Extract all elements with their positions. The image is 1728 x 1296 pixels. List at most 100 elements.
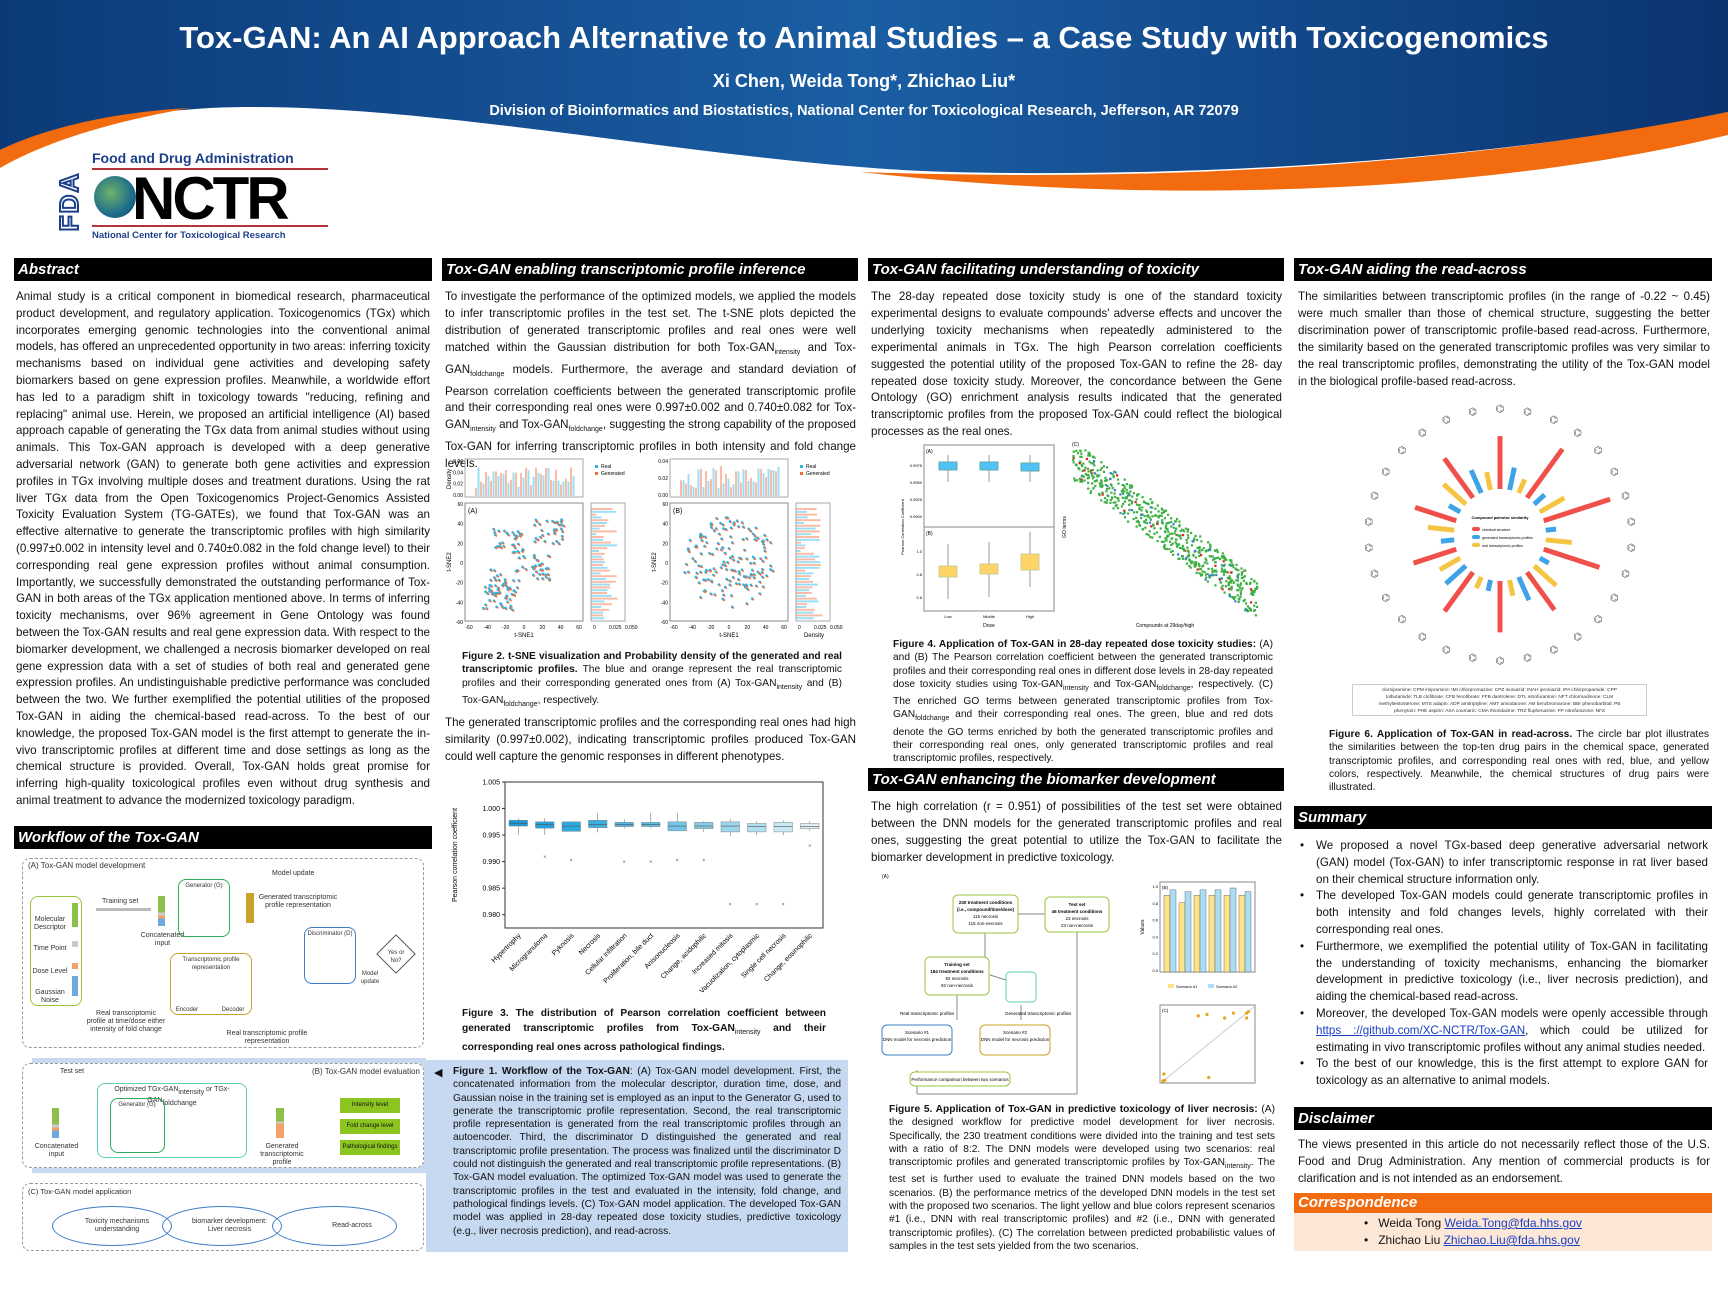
go-term-dot <box>1239 595 1242 598</box>
generated-point <box>688 549 691 552</box>
legend-swatch <box>1168 984 1174 988</box>
y-axis-label: t-SNE2 <box>447 552 453 572</box>
generated-point <box>522 566 525 569</box>
similarity-bar <box>1507 467 1517 491</box>
discriminator-label: Discriminator (D) <box>307 931 353 937</box>
contact-row: • Weida Tong Weida.Tong@fda.hhs.gov <box>1364 1216 1582 1230</box>
subscript: intensity <box>470 426 496 434</box>
generated-point <box>540 537 543 540</box>
density-bar <box>500 472 502 496</box>
go-term-dot <box>1174 541 1177 544</box>
github-link[interactable]: https ://github.com/XC-NCTR/Tox-GAN <box>1316 1023 1526 1037</box>
go-term-dot <box>1099 484 1102 487</box>
generated-point <box>507 589 510 592</box>
text-run: The blue and orange represent the real t… <box>462 664 842 689</box>
generated-point <box>766 575 769 578</box>
figure-3-caption: Figure 3. The distribution of Pearson co… <box>462 1006 826 1055</box>
density-bar <box>505 470 507 496</box>
go-term-dot <box>1175 527 1178 530</box>
density-bar <box>680 480 682 496</box>
generated-point <box>536 560 539 563</box>
go-term-dot <box>1170 517 1173 520</box>
go-term-dot <box>1223 568 1226 572</box>
prediction-point <box>1245 1016 1249 1020</box>
prediction-point <box>1163 1078 1167 1082</box>
generated-point <box>733 524 736 527</box>
go-term-dot <box>1172 523 1175 526</box>
panel-label: (C) <box>1162 1008 1169 1013</box>
generated-point <box>723 561 726 564</box>
go-term-dot <box>1229 571 1232 574</box>
density-bar <box>487 476 490 496</box>
go-term-dot <box>1172 553 1175 556</box>
go-term-dot <box>1185 541 1189 544</box>
go-term-dot <box>1132 492 1136 495</box>
go-term-dot <box>1215 548 1219 552</box>
density-bar <box>796 566 820 569</box>
training-set-box-text: 92 non-necrosis <box>941 983 974 988</box>
go-term-dot <box>1144 526 1147 529</box>
go-term-dot <box>1165 539 1168 542</box>
generated-point <box>536 571 539 574</box>
chemical-structure-icon: ⌬ <box>1523 653 1532 664</box>
go-term-dot <box>1145 522 1149 525</box>
go-term-dot <box>1236 583 1239 586</box>
go-term-dot <box>1169 520 1173 524</box>
panel-b-title: (B) Tox-GAN model evaluation <box>312 1067 420 1076</box>
generated-point <box>502 585 505 588</box>
density-bar <box>796 527 816 530</box>
go-term-dot <box>1191 540 1194 543</box>
go-term-dot <box>1100 479 1103 482</box>
go-term-dot <box>1189 531 1193 535</box>
bold-run: and their corresponding real ones across… <box>462 1023 826 1053</box>
go-term-dot <box>1145 518 1148 521</box>
generated-point <box>535 538 538 541</box>
generated-point <box>748 528 751 531</box>
compare-box-text: Performance comparison between two scena… <box>911 1077 1009 1082</box>
density-bar <box>490 480 492 496</box>
go-term-dot <box>1206 572 1209 576</box>
go-term-dot <box>1123 486 1126 489</box>
density-bar <box>560 484 562 496</box>
go-term-dot <box>1130 509 1134 512</box>
similarity-bar <box>1444 563 1468 586</box>
go-term-dot <box>1164 509 1167 512</box>
generated-point <box>504 579 507 582</box>
section-header-abstract: Abstract <box>14 258 432 281</box>
generated-point <box>733 559 736 562</box>
generated-point <box>499 546 502 549</box>
go-term-dot <box>1229 581 1232 584</box>
go-term-dot <box>1187 536 1190 539</box>
go-term-dot <box>1098 474 1101 477</box>
go-term-dot <box>1207 567 1210 570</box>
go-term-dot <box>1211 555 1214 558</box>
contact-email-link[interactable]: Weida.Tong@fda.hhs.gov <box>1444 1216 1582 1230</box>
go-term-dot <box>1202 546 1205 550</box>
go-term-dot <box>1146 515 1149 518</box>
generated-point <box>751 574 754 577</box>
density-bar <box>747 481 750 496</box>
density-bar <box>796 541 802 544</box>
contact-email-link[interactable]: Zhichao.Liu@fda.hhs.gov <box>1443 1233 1580 1247</box>
density-bar <box>540 473 542 496</box>
similarity-bar <box>1532 563 1558 588</box>
density-bar <box>591 592 608 594</box>
generated-point <box>517 570 520 573</box>
text-run: The views presented in this article do n… <box>1298 1138 1710 1185</box>
go-term-dot <box>1083 479 1086 482</box>
go-term-dot <box>1225 580 1228 583</box>
go-term-dot <box>1087 487 1090 490</box>
go-term-dot <box>1075 449 1078 453</box>
density-bar <box>775 471 777 496</box>
subscript: intensity <box>776 683 803 691</box>
similarity-bar <box>1427 524 1455 533</box>
density-bar <box>796 578 810 580</box>
panel-label: (A) <box>882 874 889 880</box>
generated-point <box>750 562 753 565</box>
dose-label: Low <box>944 614 951 619</box>
generated-point <box>729 584 732 587</box>
go-term-dot <box>1249 601 1253 604</box>
go-term-dot <box>1076 479 1079 482</box>
go-term-dot <box>1138 508 1141 511</box>
y-tick-label: -40 <box>661 600 668 606</box>
